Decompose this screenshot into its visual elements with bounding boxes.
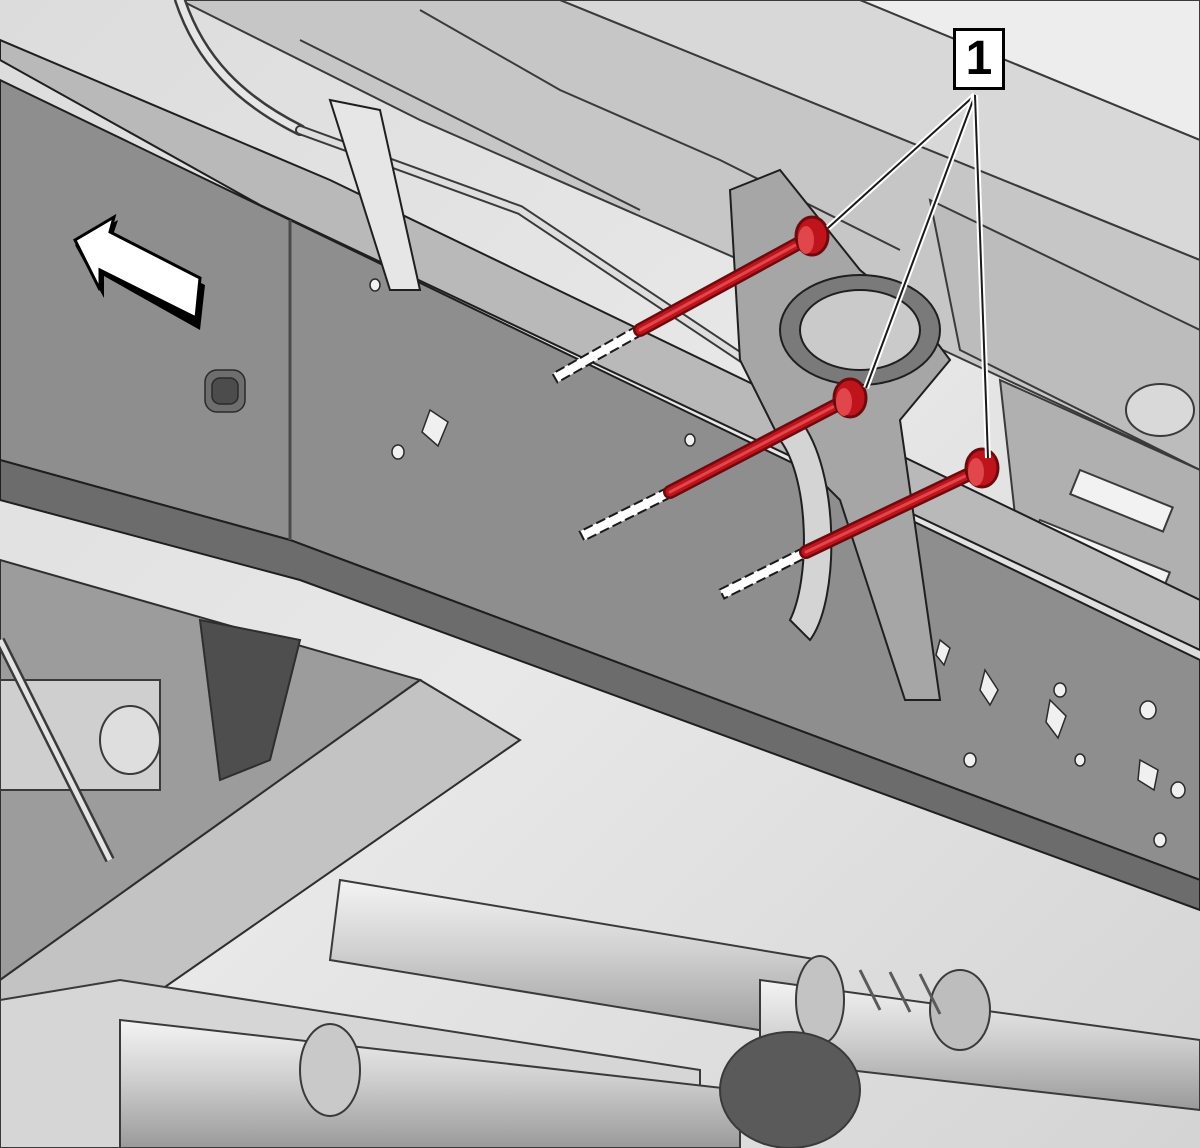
leader-line-3 bbox=[974, 94, 989, 459]
callout-leaders bbox=[825, 92, 991, 459]
callout-1-box: 1 bbox=[953, 28, 1005, 90]
bolt-3 bbox=[718, 447, 1000, 600]
bolt-1 bbox=[551, 215, 830, 384]
brake-line bbox=[174, 0, 765, 375]
bolt-2 bbox=[578, 377, 868, 542]
forward-arrow-icon bbox=[73, 213, 205, 330]
leader-line-1 bbox=[827, 94, 976, 229]
upper-body-structure bbox=[179, 0, 1200, 642]
callout-1-label: 1 bbox=[965, 32, 993, 85]
axle-assembly bbox=[0, 637, 161, 863]
frame-bolts bbox=[551, 215, 1000, 600]
exhaust-and-driveshaft bbox=[0, 878, 1200, 1148]
leader-line-2 bbox=[865, 94, 976, 389]
lower-crossmember bbox=[0, 558, 522, 1061]
